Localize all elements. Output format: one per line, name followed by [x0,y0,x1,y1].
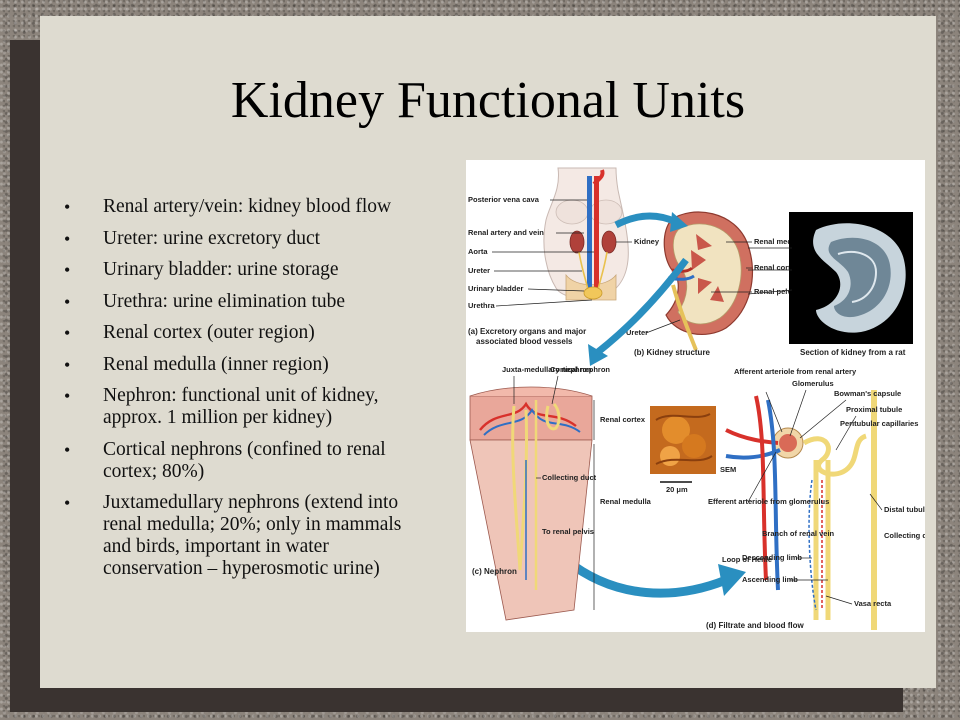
slide: Kidney Functional Units Renal artery/vei… [40,16,936,688]
right-kidney-shape [601,230,617,254]
label-bowmans-capsule: Bowman's capsule [834,389,901,398]
bullet-item: Renal artery/vein: kidney blood flow [62,196,522,218]
bullet-item: Renal medulla (inner region) [62,354,522,376]
label-to-renal-pelvis: To renal pelvis [542,527,594,536]
label-glomerulus: Glomerulus [792,379,834,388]
label-renal-artery-vein: Renal artery and vein [468,228,544,237]
bullet-item: Renal cortex (outer region) [62,322,522,344]
aorta-shape [594,176,599,296]
label-descending-limb: Descending limb [742,553,802,562]
label-loop-of-henle: Loop of Henle [722,555,772,564]
caption-rat-photo: Section of kidney from a rat [800,348,906,357]
panel-a-labels: Posterior vena cava Renal artery and vei… [468,195,660,346]
vena-cava-shape [587,176,592,296]
bullet-item: Nephron: functional unit of kidney, appr… [62,385,522,429]
scale-bar-label: 20 μm [666,485,688,494]
label-proximal-tubule: Proximal tubule [846,405,902,414]
label-vasa-recta: Vasa recta [854,599,892,608]
slide-title: Kidney Functional Units [230,72,746,129]
label-efferent-arteriole: Efferent arteriole from glomerulus [708,497,829,506]
bullet-item: Juxtamedullary nephrons (extend into ren… [62,492,522,580]
label-afferent-arteriole: Afferent arteriole from renal artery [734,367,857,376]
label-urethra: Urethra [468,301,496,310]
label-collecting-duct-c: Collecting duct [542,473,597,482]
label-peritubular-capillaries: Peritubular capillaries [840,419,918,428]
label-collecting-duct-d: Collecting duct [884,531,925,540]
caption-panel-a: (a) Excretory organs and major [468,327,586,336]
kidney-figure: Posterior vena cava Renal artery and vei… [466,160,925,632]
bullet-item: Cortical nephrons (confined to renal cor… [62,439,522,483]
panel-b-kidney [663,211,753,351]
bladder-shape [583,286,603,300]
panel-d-sem-photo: SEM 20 μm [650,406,736,494]
label-renal-cortex-b: Renal cortex [754,263,800,272]
rat-kidney-photo [789,212,913,344]
caption-panel-d: (d) Filtrate and blood flow [706,621,805,630]
label-kidney: Kidney [634,237,660,246]
panel-a-torso [543,167,629,301]
bullet-item: Urinary bladder: urine storage [62,259,522,281]
label-cortical-nephron: Cortical nephron [550,365,610,374]
label-distal-tubule: Distal tubule [884,505,925,514]
arrow-b-to-c [595,257,689,355]
label-renal-medulla-b: Renal medulla [754,237,806,246]
label-renal-medulla-c: Renal medulla [600,497,652,506]
label-sem: SEM [720,465,736,474]
label-juxtamedullary-nephron: Juxta-medullary nephron [502,365,592,374]
panel-d-labels: Afferent arteriole from renal artery Glo… [706,367,925,630]
caption-panel-c: (c) Nephron [472,567,517,576]
label-posterior-vena-cava: Posterior vena cava [468,195,540,204]
left-kidney-shape [569,230,585,254]
arrow-a-to-b [614,212,678,229]
arrow-c-to-d [563,556,728,598]
label-ascending-limb: Ascending limb [742,575,798,584]
bullet-item: Urethra: urine elimination tube [62,291,522,313]
panel-d-nephron-drawing [725,390,877,630]
caption-panel-a-line2: associated blood vessels [476,337,573,346]
label-aorta: Aorta [468,247,488,256]
label-branch-renal-vein: Branch of renal vein [762,529,835,538]
label-urinary-bladder: Urinary bladder [468,284,524,293]
label-renal-cortex-c: Renal cortex [600,415,646,424]
panel-c-labels: Juxta-medullary nephron Cortical nephron… [472,365,652,610]
label-ureter-a: Ureter [468,266,490,275]
bullet-list: Renal artery/vein: kidney blood flow Ure… [62,196,522,590]
kidney-diagram: Posterior vena cava Renal artery and vei… [468,167,925,630]
bullet-item: Ureter: urine excretory duct [62,228,522,250]
caption-panel-b: (b) Kidney structure [634,348,711,357]
label-ureter-b: Ureter [626,328,648,337]
panel-c-nephron [469,386,593,621]
